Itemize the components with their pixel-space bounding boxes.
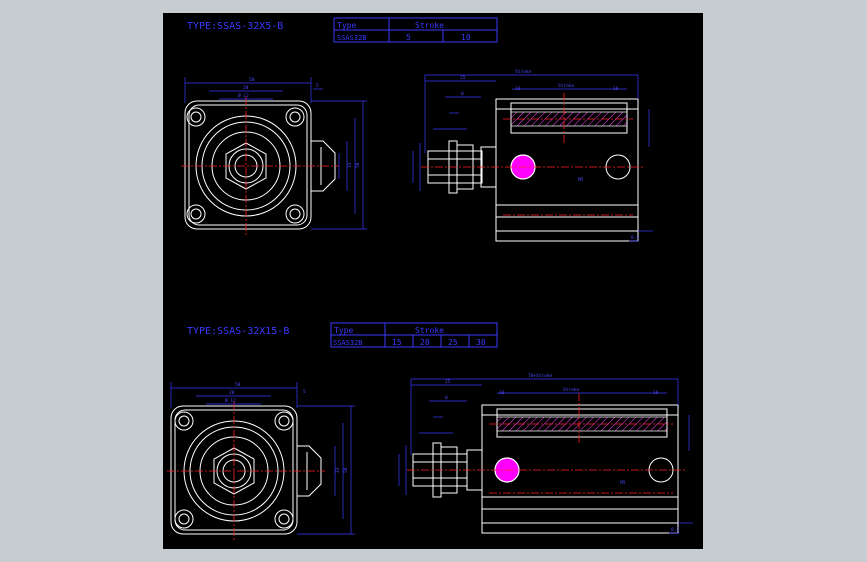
svg-text:M5: M5 [578,177,584,183]
svg-text:33: 33 [347,162,353,168]
svg-text:8.5: 8.5 [631,235,639,241]
stroke-table-1 [333,17,498,43]
svg-text:50: 50 [343,467,349,473]
svg-text:25: 25 [445,379,451,385]
stroke-table-2 [330,322,498,348]
svg-text:16: 16 [499,390,505,396]
svg-text:Stroke: Stroke [515,69,532,75]
svg-text:50: 50 [355,162,361,168]
table-2-type-header: Type [334,326,353,335]
drawing-1: TYPE:SSAS-32X5-B Type Stroke SSAS32B 5 1… [181,17,653,242]
svg-text:Ø 12: Ø 12 [238,92,249,99]
svg-text:25: 25 [460,75,466,81]
table-1-model: SSAS32B [337,34,367,42]
svg-text:8.5: 8.5 [671,527,679,533]
table-2-stroke-3: 25 [448,338,458,347]
front-view-1 [184,100,336,230]
svg-text:5: 5 [303,389,306,395]
svg-text:28: 28 [243,85,249,91]
svg-text:8: 8 [445,395,448,401]
svg-text:16: 16 [515,86,521,92]
svg-text:M5: M5 [620,480,626,486]
svg-text:Ø 12: Ø 12 [225,397,236,404]
table-1-stroke-header: Stroke [415,21,444,30]
table-2-stroke-2: 20 [420,338,430,347]
svg-text:5: 5 [316,83,319,89]
svg-text:33: 33 [335,467,341,473]
cad-drawing: TYPE:SSAS-32X5-B Type Stroke SSAS32B 5 1… [167,17,693,540]
svg-text:Stroke: Stroke [563,387,580,393]
table-1-stroke-2: 10 [461,33,471,42]
table-2-stroke-1: 15 [392,338,402,347]
drawing-1-title: TYPE:SSAS-32X5-B [187,21,283,32]
drawing-2-title: TYPE:SSAS-32X15-B [187,326,289,337]
table-2-stroke-4: 30 [476,338,486,347]
svg-text:Stroke: Stroke [558,83,575,89]
svg-text:70+Stroke: 70+Stroke [528,373,553,379]
cad-drawing-canvas[interactable]: TYPE:SSAS-32X5-B Type Stroke SSAS32B 5 1… [163,13,703,549]
svg-text:50: 50 [235,382,241,388]
svg-text:8: 8 [461,91,464,97]
svg-text:16: 16 [613,86,619,92]
table-2-stroke-header: Stroke [415,326,444,335]
svg-text:50: 50 [249,77,255,83]
front-view-2 [170,405,322,535]
table-1-stroke-1: 5 [406,33,411,42]
table-1-type-header: Type [337,21,356,30]
drawing-2: TYPE:SSAS-32X15-B Type Stroke SSAS32B 15… [167,322,693,540]
svg-text:16: 16 [653,390,659,396]
table-2-model: SSAS32B [333,339,363,347]
side-view-2 [412,404,679,534]
svg-text:28: 28 [229,390,235,396]
